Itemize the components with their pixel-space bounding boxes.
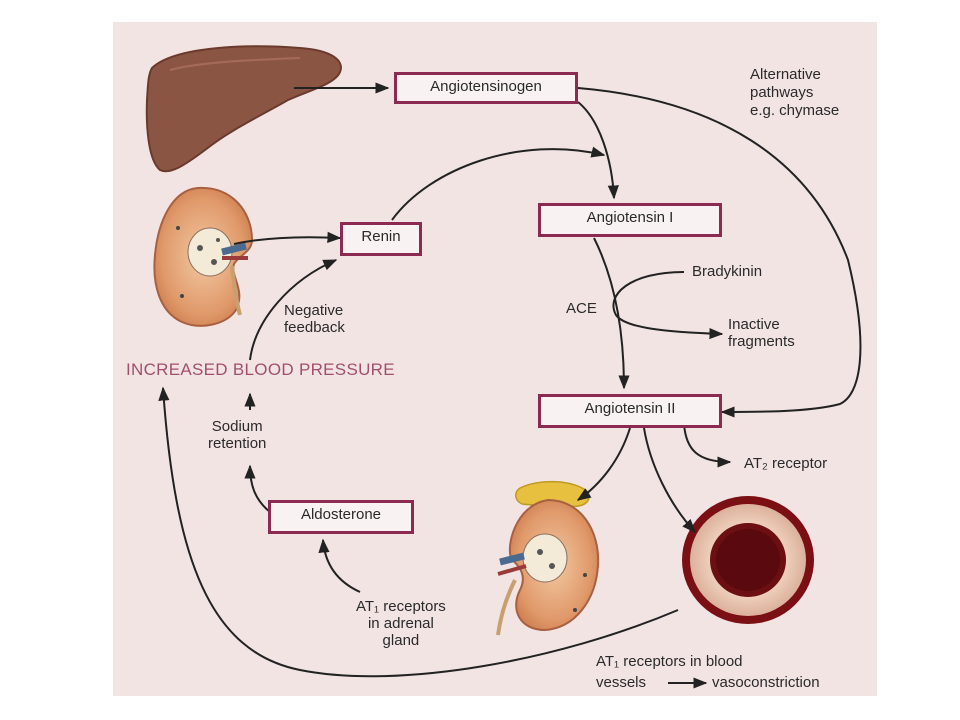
gland-line: gland (382, 632, 420, 649)
at2-receptor-label: AT₂ receptor (744, 455, 828, 472)
arrow-renin-to-angiotensin1 (391, 146, 606, 221)
fragments-line: fragments (728, 333, 795, 350)
inactive-line: Inactive (728, 316, 780, 333)
adrenal-gland-kidney-illustration (496, 480, 600, 636)
renin-box: Renin (340, 222, 422, 256)
arrow-to-at2-receptor (683, 423, 732, 468)
chymase-line: e.g. chymase (750, 102, 840, 119)
bradykinin-label: Bradykinin (692, 263, 763, 280)
alternative-line: Alternative (750, 66, 821, 83)
retention-line: retention (208, 435, 267, 452)
arrow-angiotensinogen-to-angiotensin1 (577, 101, 619, 200)
kidney-illustration (153, 186, 254, 327)
vessels-label: vessels (596, 674, 647, 691)
arrow-angiotensin1-to-angiotensin2 (593, 237, 630, 390)
aldosterone-box: Aldosterone (268, 500, 414, 534)
negative-feedback-label: Negative feedback (284, 302, 345, 336)
angiotensin-2-box: Angiotensin II (538, 394, 722, 428)
blood-vessel-cross-section (682, 496, 814, 624)
sodium-line: Sodium (211, 418, 263, 435)
angiotensinogen-box: Angiotensinogen (394, 72, 578, 104)
at1-blood-line: AT₁ receptors in blood (596, 653, 743, 670)
arrows (158, 82, 862, 689)
ace-label: ACE (566, 300, 597, 317)
arrow-kidney-to-renin (233, 231, 342, 245)
arrow-vessel-to-bp (158, 386, 679, 678)
at1-vessels-label: AT₁ receptors in blood (596, 653, 743, 670)
arrow-angiotensin2-to-vessel (643, 427, 696, 534)
at1-receptors-line: AT₁ receptors (356, 598, 446, 615)
increased-blood-pressure-label: INCREASED BLOOD PRESSURE (126, 360, 395, 379)
arrow-alternative-pathway (577, 87, 862, 418)
in-adrenal-line: in adrenal (367, 615, 434, 632)
arrow-bradykinin-to-fragments (612, 271, 724, 340)
angiotensin-1-box: Angiotensin I (538, 203, 722, 237)
arrow-adrenal-to-aldosterone (318, 538, 361, 593)
sodium-retention-label: Sodium retention (208, 418, 266, 452)
arrow-aldosterone-to-sodium (244, 464, 271, 513)
feedback-line: feedback (284, 319, 345, 336)
inactive-fragments-label: Inactive fragments (728, 316, 795, 350)
at1-adrenal-label: AT₁ receptors in adrenal gland (356, 598, 446, 649)
pathways-line: pathways (750, 84, 814, 101)
liver-illustration (145, 45, 342, 173)
arrow-bp-to-renin (249, 259, 338, 361)
vasoconstriction-label: vasoconstriction (712, 674, 820, 691)
negative-line: Negative (284, 302, 344, 319)
alternative-pathways-label: Alternative pathways e.g. chymase (750, 66, 839, 120)
arrow-angiotensin2-to-adrenal (576, 427, 631, 501)
